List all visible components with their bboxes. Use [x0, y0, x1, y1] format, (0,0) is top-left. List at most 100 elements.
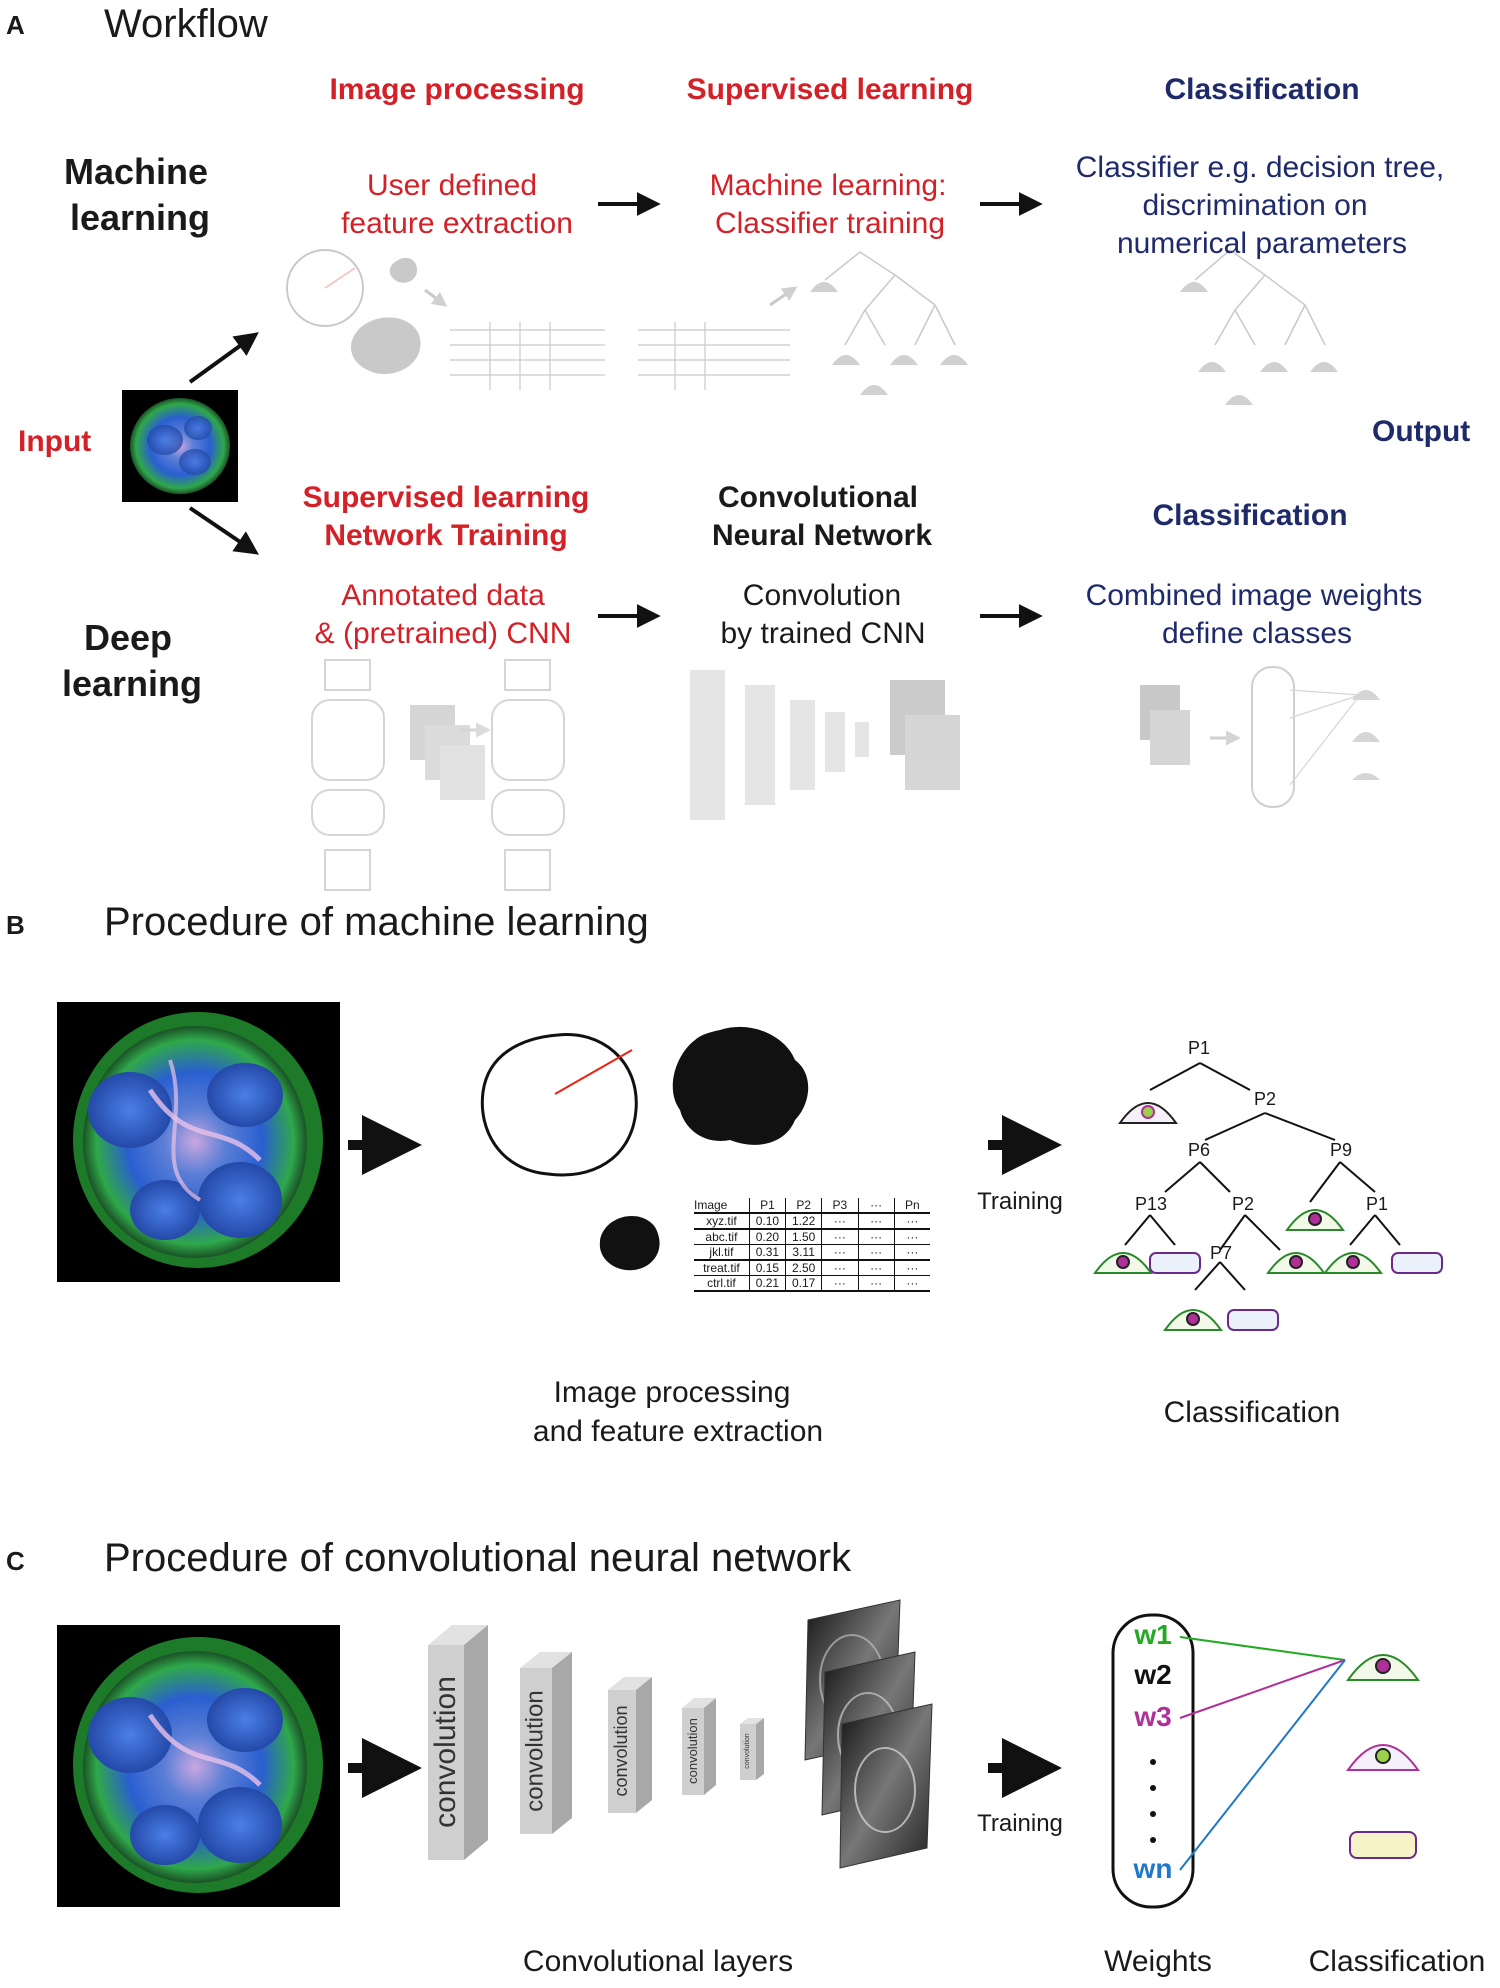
dl-step2-line1: Convolution — [742, 579, 902, 612]
conv-label-2: convolution — [521, 1690, 549, 1812]
table-cell: ctrl.tif — [707, 1276, 736, 1290]
dl-header3: Classification — [1152, 499, 1348, 532]
table-cell: 2.50 — [785, 1261, 821, 1275]
weights-caption: Weights — [1104, 1945, 1212, 1978]
table-cell: 0.20 — [748, 1230, 785, 1244]
table-cell: 3.11 — [785, 1245, 821, 1259]
table-cell: 1.50 — [785, 1230, 821, 1244]
dl-label-line1: Deep — [83, 617, 173, 658]
dl-step3-line1: Combined image weights — [1085, 579, 1423, 612]
dl-header1-line1: Supervised learning — [302, 481, 590, 514]
faded-feature-extraction-thumb — [286, 249, 605, 390]
panel-b-letter: B — [6, 910, 25, 940]
conv-label-5: convolution — [743, 1733, 751, 1769]
table-cell: ··· — [857, 1245, 894, 1259]
ml-step2-line1: Machine learning: — [709, 169, 947, 202]
class-icons — [1346, 1654, 1420, 1859]
weight-w2: w2 — [1134, 1659, 1172, 1690]
table-cell: 0.31 — [748, 1245, 785, 1259]
classification-caption-c: Classification — [1308, 1945, 1486, 1978]
col-header-image-processing: Image processing — [329, 73, 585, 106]
dl-label-line2: learning — [61, 663, 203, 704]
faded-classifier-training-thumb — [638, 251, 968, 395]
panel-a-title: Workflow — [104, 2, 268, 46]
faded-classifier-tree-thumb — [1180, 249, 1338, 405]
faded-weights-thumb — [1140, 666, 1380, 808]
feature-extraction-shapes — [480, 1026, 809, 1271]
ml-label-line2: learning — [69, 197, 211, 238]
tree-node: P1 — [1366, 1194, 1389, 1214]
panel-b-cell-image — [57, 1002, 340, 1282]
arrow-input-ml — [188, 332, 259, 384]
table-cell: ··· — [821, 1245, 857, 1259]
dl-step1-line2: & (pretrained) CNN — [314, 617, 572, 650]
table-header-cell: Pn — [893, 1198, 930, 1212]
tree-node: P9 — [1330, 1140, 1353, 1160]
tree-node: P2 — [1232, 1194, 1255, 1214]
tree-node: P6 — [1188, 1140, 1211, 1160]
table-cell: 0.10 — [748, 1214, 785, 1228]
table-cell: 1.22 — [785, 1214, 821, 1228]
col-header-classification: Classification — [1164, 73, 1360, 106]
weights-box — [1111, 1613, 1195, 1909]
weight-w3: w3 — [1134, 1701, 1172, 1732]
dl-step3-line2: define classes — [1161, 617, 1353, 650]
decision-tree — [1124, 1062, 1401, 1291]
binary-mask-large — [672, 1026, 809, 1145]
input-cell-image — [122, 390, 238, 502]
table-header-cell: ··· — [857, 1198, 894, 1212]
weight-connections — [1179, 1636, 1346, 1871]
table-cell: ··· — [857, 1214, 894, 1228]
ml-label-line1: Machine — [63, 151, 209, 192]
caption-b-line1: Image processing — [553, 1376, 791, 1409]
conv-label-3: convolution — [611, 1705, 632, 1797]
ml-step2-line2: Classifier training — [714, 207, 946, 240]
table-cell: ··· — [893, 1230, 930, 1244]
tree-node: P1 — [1188, 1038, 1211, 1058]
tree-leaves — [1093, 1102, 1443, 1331]
col-header-supervised: Supervised learning — [686, 73, 974, 106]
dl-header2-line2: Neural Network — [711, 519, 933, 552]
tree-node: P2 — [1254, 1089, 1277, 1109]
arrow-input-dl — [188, 506, 259, 555]
table-cell: 0.15 — [748, 1261, 785, 1275]
conv-layers — [428, 1625, 764, 1860]
dl-step2-line2: by trained CNN — [720, 617, 926, 650]
table-header-cell: P1 — [748, 1198, 785, 1212]
table-cell: ··· — [893, 1261, 930, 1275]
feature-maps — [804, 1599, 933, 1869]
tree-node: P7 — [1210, 1243, 1233, 1263]
table-cell: ··· — [857, 1261, 894, 1275]
output-label: Output — [1372, 415, 1471, 448]
table-cell: ··· — [857, 1276, 894, 1290]
panel-a-letter: A — [6, 10, 25, 40]
weight-wn: wn — [1133, 1853, 1173, 1884]
table-cell: 0.21 — [748, 1276, 785, 1290]
radius-line — [554, 1049, 633, 1095]
table-cell: abc.tif — [705, 1230, 738, 1244]
table-cell: ··· — [821, 1261, 857, 1275]
table-header-cell: P2 — [785, 1198, 821, 1212]
table-cell: ··· — [893, 1214, 930, 1228]
dl-header2-line1: Convolutional — [718, 481, 918, 514]
ml-step3-line3: numerical parameters — [1116, 227, 1408, 260]
training-label-b: Training — [977, 1188, 1063, 1215]
table-cell: ··· — [893, 1245, 930, 1259]
dl-step1-line1: Annotated data — [341, 579, 545, 612]
panel-c-title: Procedure of convolutional neural networ… — [104, 1536, 852, 1580]
weight-w1: w1 — [1134, 1619, 1172, 1650]
conv-label-4: convolution — [685, 1718, 701, 1784]
table-cell: treat.tif — [703, 1261, 740, 1275]
ml-step3-line2: discrimination on — [1142, 189, 1368, 222]
table-cell: jkl.tif — [709, 1245, 734, 1259]
table-cell: ··· — [821, 1230, 857, 1244]
table-cell: ··· — [857, 1230, 894, 1244]
panel-c-cell-image — [57, 1625, 340, 1907]
faded-cnn-thumb — [690, 670, 960, 820]
training-label-c: Training — [977, 1810, 1063, 1837]
